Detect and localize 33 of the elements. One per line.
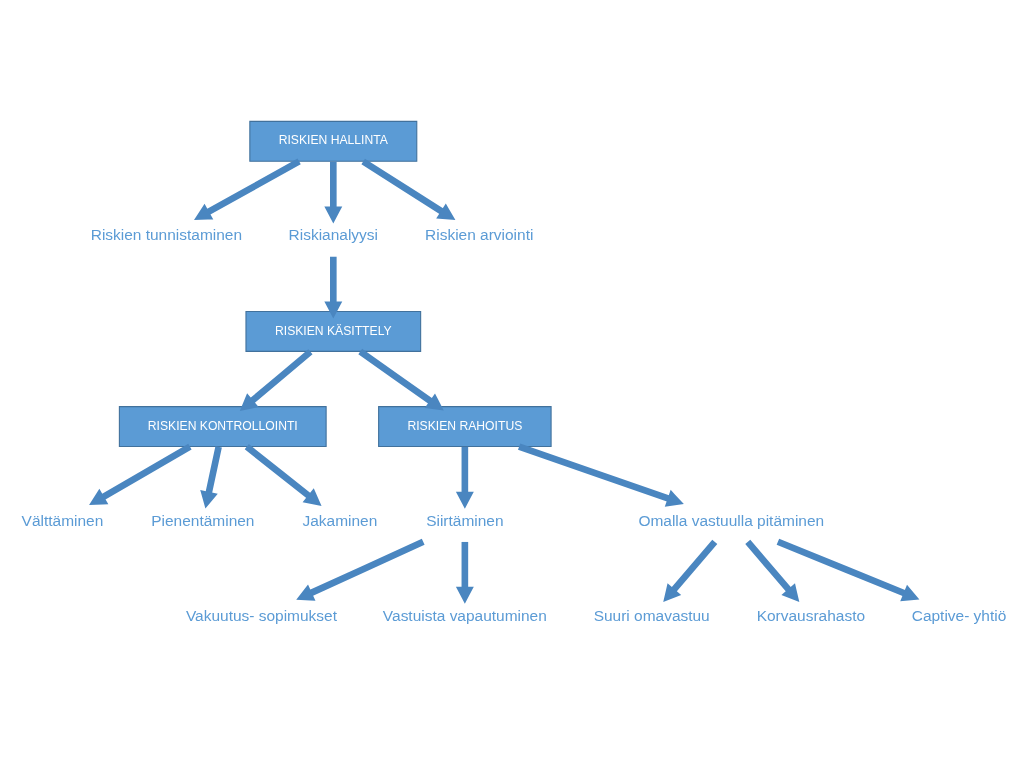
node-text: Jakaminen — [302, 511, 378, 529]
arrow — [324, 161, 343, 224]
arrow — [518, 443, 684, 507]
arrow — [194, 158, 301, 220]
arrow — [776, 538, 920, 602]
arrow — [296, 538, 425, 601]
node-text: Vastuista vapautuminen — [382, 606, 547, 624]
arrow — [324, 256, 343, 319]
node-box: RISKIEN KÄSITTELY — [245, 311, 422, 352]
arrow — [745, 539, 800, 603]
node-text: Riskien arviointi — [425, 226, 534, 244]
arrow — [358, 348, 444, 411]
node-text: Pienentäminen — [151, 511, 255, 529]
node-text: Korvausrahasto — [756, 606, 866, 624]
node-box: RISKIEN RAHOITUS — [378, 406, 552, 447]
node-text: Captive- yhtiö — [911, 606, 1007, 624]
arrow — [455, 446, 474, 509]
arrow — [663, 539, 718, 603]
node-text: Omalla vastuulla pitäminen — [638, 511, 825, 529]
node-text: Vakuutus- sopimukset — [185, 606, 337, 624]
arrow — [89, 443, 192, 506]
arrow — [200, 446, 222, 509]
arrow — [361, 158, 456, 221]
node-text: Riskien tunnistaminen — [90, 226, 243, 244]
arrow — [455, 541, 474, 604]
node-box: RISKIEN KONTROLLOINTI — [118, 406, 327, 447]
node-box: RISKIEN HALLINTA — [249, 120, 418, 162]
node-text: Riskianalyysi — [288, 226, 379, 244]
arrow — [239, 349, 313, 412]
arrow — [244, 444, 322, 506]
node-text: Suuri omavastuu — [593, 606, 710, 624]
node-text: Siirtäminen — [426, 511, 504, 529]
node-text: Välttäminen — [21, 511, 104, 529]
